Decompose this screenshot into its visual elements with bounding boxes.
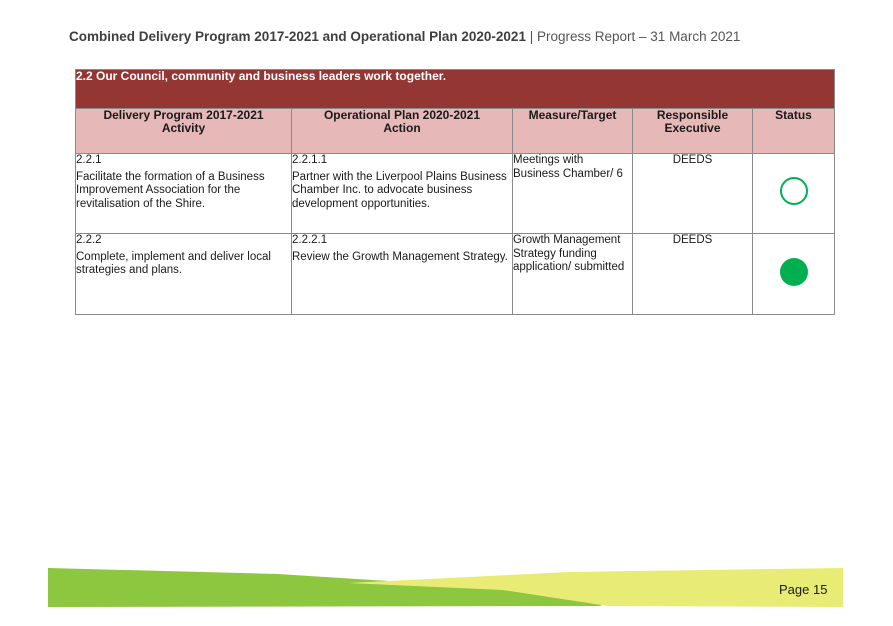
column-header-line: Executive [664,121,721,135]
measure-cell: Growth Management Strategy funding appli… [512,233,633,315]
activity-text: Complete, implement and deliver local st… [76,250,271,277]
column-header-measure: Measure/Target [512,108,633,154]
column-header-action: Operational Plan 2020-2021 Action [291,108,513,154]
action-number: 2.2.2.1 [292,234,328,246]
activity-cell: 2.2.2 Complete, implement and deliver lo… [75,233,292,315]
column-header-status: Status [752,108,835,154]
action-cell: 2.2.1.1 Partner with the Liverpool Plain… [291,153,513,234]
executive-cell: DEEDS [632,153,753,234]
header-subtitle: Progress Report – 31 March 2021 [537,29,741,44]
status-cell [752,233,835,315]
footer-swoosh [48,568,843,607]
column-header-line: Activity [161,121,206,135]
progress-table: 2.2 Our Council, community and business … [75,69,835,315]
action-cell: 2.2.2.1 Review the Growth Management Str… [291,233,513,315]
activity-cell: 2.2.1 Facilitate the formation of a Busi… [75,153,292,234]
activity-number: 2.2.2 [76,234,102,246]
page-header: Combined Delivery Program 2017-2021 and … [69,29,849,44]
column-header-executive: Responsible Executive [632,108,753,154]
status-outline-circle-icon [779,177,808,206]
activity-number: 2.2.1 [76,154,102,166]
executive-cell: DEEDS [632,233,753,315]
action-text: Partner with the Liverpool Plains Busine… [292,170,507,210]
status-filled-circle-icon [779,257,808,286]
footer-green-swoosh [48,568,608,607]
activity-text: Facilitate the formation of a Business I… [76,170,265,210]
header-separator: | [529,29,534,44]
measure-cell: Meetings with Business Chamber/ 6 [512,153,633,234]
status-cell [752,153,835,234]
column-header-row: Delivery Program 2017-2021 Activity Oper… [75,108,835,154]
footer-lime-band [348,568,843,607]
column-header-line: Responsible [656,108,729,122]
column-header-line: Status [775,108,812,122]
column-header-line: Delivery Program 2017-2021 [103,108,264,122]
section-title: 2.2 Our Council, community and business … [75,69,835,109]
table-row: 2.2.2 Complete, implement and deliver lo… [75,233,835,315]
column-header-line: Operational Plan 2020-2021 [323,108,481,122]
action-text: Review the Growth Management Strategy. [292,250,508,263]
action-number: 2.2.1.1 [292,154,328,166]
column-header-line: Action [383,121,421,135]
table-row: 2.2.1 Facilitate the formation of a Busi… [75,153,835,234]
column-header-activity: Delivery Program 2017-2021 Activity [75,108,292,154]
section-header-row: 2.2 Our Council, community and business … [75,69,835,109]
header-title: Combined Delivery Program 2017-2021 and … [69,29,526,44]
page-number: Page 15 [779,582,828,597]
column-header-line: Measure/Target [528,108,617,122]
